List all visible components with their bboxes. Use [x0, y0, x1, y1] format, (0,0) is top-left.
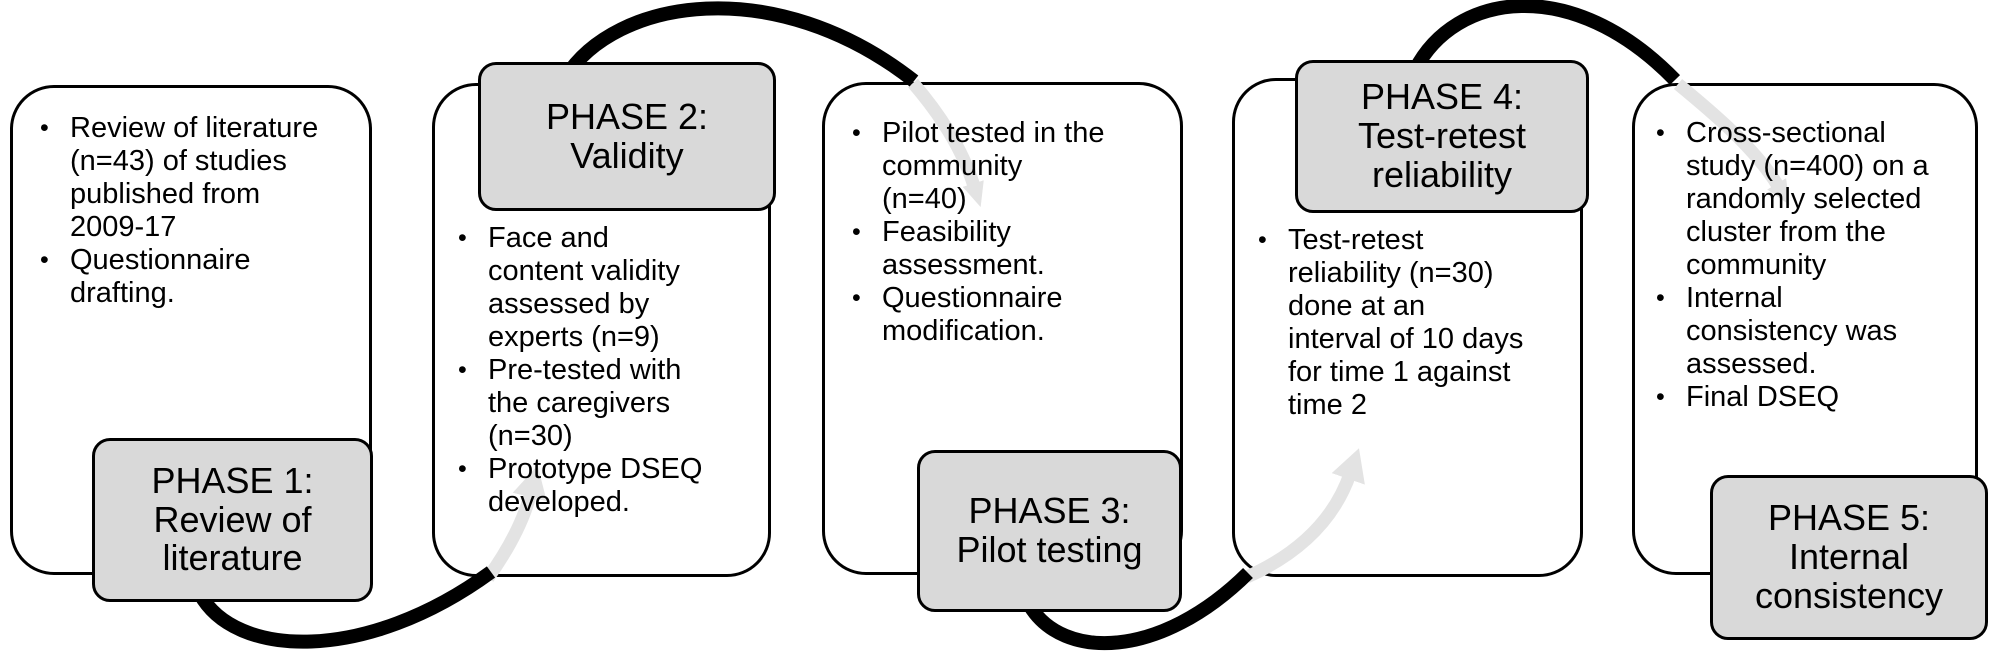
bullet-icon: • — [458, 356, 467, 385]
arrow-tip-into-phase3-box — [908, 78, 984, 208]
bullet-text: Questionnaire modification. — [882, 282, 1063, 348]
phase3-label: PHASE 3: Pilot testing — [917, 450, 1182, 612]
list-item: • Cross-sectional study (n=400) on a ran… — [1656, 117, 1938, 282]
bullet-icon: • — [1656, 284, 1665, 313]
arrow-phase3-to-phase4 — [1024, 568, 1253, 650]
phase2-label: PHASE 2: Validity — [478, 62, 776, 211]
phase4-label-line: Test-retest — [1357, 115, 1527, 157]
bullet-text: Prototype DSEQ developed. — [488, 453, 703, 519]
bullet-icon: • — [1258, 226, 1267, 254]
bullet-text: Questionnaire drafting. — [70, 244, 251, 310]
list-item: • Review of literature (n=43) of studies… — [40, 112, 320, 244]
bullet-text: Final DSEQ — [1686, 381, 1840, 414]
bullet-icon: • — [40, 246, 49, 275]
phase3-label-line: PHASE 3: — [968, 490, 1131, 532]
arrow-tip-into-phase4-box — [1244, 448, 1365, 583]
arrow-phase2-to-phase3 — [559, 1, 919, 87]
bullet-icon: • — [458, 455, 467, 484]
arrow-tip-into-phase2-box — [482, 465, 547, 582]
list-item: • Pre-tested with the caregivers (n=30) — [458, 354, 710, 453]
bullet-text: Cross-sectional study (n=400) on a rando… — [1686, 117, 1929, 282]
arrow-phase1-to-phase2 — [193, 566, 496, 649]
bullet-text: Review of literature (n=43) of studies p… — [70, 112, 319, 244]
bullet-text: Face and content validity assessed by ex… — [488, 222, 680, 354]
list-item: • Internal consistency was assessed. — [1656, 282, 1938, 381]
bullet-icon: • — [852, 284, 861, 313]
phase2-label-line: PHASE 2: — [545, 95, 709, 137]
bullet-icon: • — [458, 224, 467, 252]
list-item: • Face and content validity assessed by … — [458, 222, 710, 354]
list-item: • Prototype DSEQ developed. — [458, 453, 710, 519]
phase4-label: PHASE 4: Test-retest reliability — [1295, 60, 1589, 213]
arrow-phase4-to-phase5 — [1408, 0, 1681, 85]
phase1-label-line: literature — [162, 537, 303, 579]
bullet-text: Internal consistency was assessed. — [1686, 282, 1898, 381]
phase2-bullet-list: • Face and content validity assessed by … — [458, 222, 710, 519]
phase1-label: PHASE 1: Review of literature — [92, 438, 373, 602]
phase5-label: PHASE 5: Internal consistency — [1710, 475, 1988, 640]
phase1-bullet-list: • Review of literature (n=43) of studies… — [40, 112, 320, 310]
phase5-label-line: Internal — [1788, 536, 1910, 578]
arrow-tip-into-phase5-box — [1673, 78, 1790, 205]
bullet-text: Feasibility assessment. — [882, 216, 1045, 282]
bullet-icon: • — [852, 218, 861, 247]
phase4-label-line: reliability — [1371, 153, 1513, 195]
bullet-icon: • — [1656, 119, 1665, 147]
bullet-icon: • — [852, 119, 861, 147]
phase1-label-line: PHASE 1: — [151, 459, 314, 501]
list-item: • Final DSEQ — [1656, 381, 1938, 414]
bullet-icon: • — [40, 114, 49, 142]
phase3-label-line: Pilot testing — [956, 529, 1143, 570]
phase2-label-line: Validity — [570, 134, 684, 176]
phase5-bullet-list: • Cross-sectional study (n=400) on a ran… — [1656, 117, 1938, 414]
phase5-label-line: consistency — [1754, 574, 1944, 616]
list-item: • Feasibility assessment. — [852, 216, 1110, 282]
list-item: • Questionnaire modification. — [852, 282, 1110, 348]
phase4-label-line: PHASE 4: — [1360, 76, 1524, 118]
phase4-bullet-list: • Test-retest reliability (n=30) done at… — [1258, 224, 1526, 422]
phase5-label-line: PHASE 5: — [1767, 497, 1931, 539]
bullet-text: Pre-tested with the caregivers (n=30) — [488, 354, 682, 453]
phase3-bullet-list: • Pilot tested in the community (n=40) •… — [852, 117, 1110, 348]
list-item: • Test-retest reliability (n=30) done at… — [1258, 224, 1526, 422]
list-item: • Questionnaire drafting. — [40, 244, 320, 310]
bullet-text: Pilot tested in the community (n=40) — [882, 117, 1105, 216]
phase1-label-line: Review of — [153, 498, 312, 540]
bullet-text: Test-retest reliability (n=30) done at a… — [1288, 224, 1524, 422]
bullet-icon: • — [1656, 383, 1665, 412]
list-item: • Pilot tested in the community (n=40) — [852, 117, 1110, 216]
